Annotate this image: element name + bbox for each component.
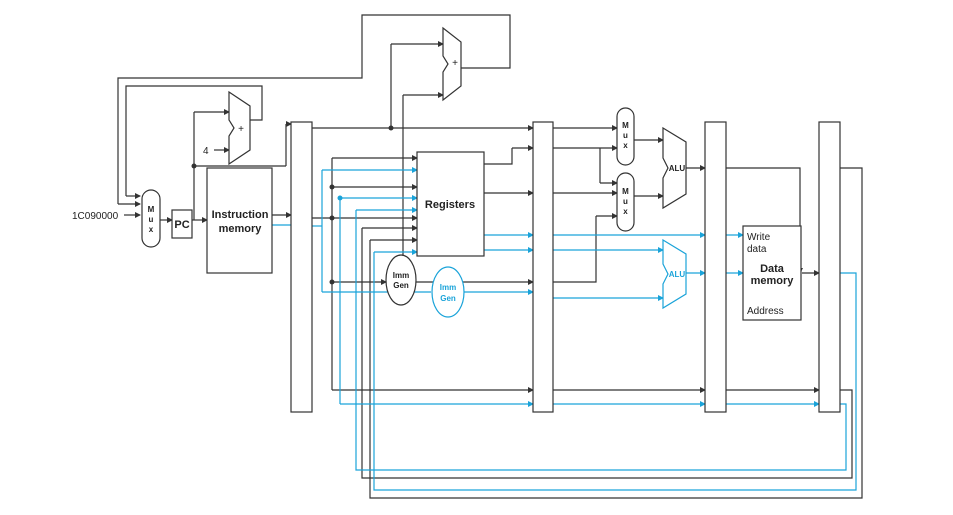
- alu-input-mux-b: M u x: [616, 172, 635, 232]
- svg-text:x: x: [149, 225, 154, 234]
- pc-input-value: 1C090000: [72, 211, 119, 222]
- imm-gen-unit-blue: Imm Gen: [431, 266, 465, 318]
- pc-register: PC: [171, 209, 193, 239]
- data-memory-label-line2: memory: [751, 275, 795, 287]
- imm-gen-blue-label-line1: Imm: [440, 283, 456, 292]
- svg-text:M: M: [622, 187, 629, 196]
- pc-plus-four-adder: +: [228, 90, 251, 166]
- alu-label: ALU: [669, 164, 686, 173]
- register-file: Registers: [416, 151, 485, 257]
- svg-text:u: u: [623, 131, 628, 140]
- alu-blue-label: ALU: [669, 270, 686, 279]
- instruction-memory: Instruction memory: [206, 167, 273, 274]
- junction-dots: [191, 125, 394, 285]
- alu-unit: ALU: [662, 126, 687, 210]
- svg-text:x: x: [623, 141, 628, 150]
- registers-label: Registers: [425, 199, 475, 211]
- alu-input-mux-a: M u x: [616, 107, 635, 166]
- imm-gen-blue-label-line2: Gen: [440, 294, 456, 303]
- branch-target-adder: +: [442, 26, 462, 102]
- write-data-label-line1: Write: [747, 232, 771, 243]
- ex-mem-pipeline-register: [704, 121, 727, 413]
- svg-text:M: M: [622, 121, 629, 130]
- alu-unit-blue: ALU: [662, 238, 687, 310]
- blue-datapath-wires: [272, 167, 857, 491]
- constant-four: 4: [203, 146, 209, 157]
- instruction-memory-label-line2: memory: [219, 223, 263, 235]
- id-ex-pipeline-register: [532, 121, 554, 413]
- write-data-label-line2: data: [747, 244, 767, 255]
- instruction-memory-label-line1: Instruction: [212, 209, 269, 221]
- imm-gen-unit: Imm Gen: [385, 254, 417, 306]
- adder-plus-sign: +: [238, 124, 244, 135]
- svg-text:u: u: [623, 197, 628, 206]
- data-memory: Write data Data memory Address: [742, 225, 802, 321]
- data-memory-label-line1: Data: [760, 263, 785, 275]
- svg-text:u: u: [149, 215, 154, 224]
- imm-gen-label-line2: Gen: [393, 281, 409, 290]
- imm-gen-label-line1: Imm: [393, 271, 409, 280]
- address-label: Address: [747, 306, 784, 317]
- svg-text:M: M: [148, 205, 155, 214]
- mem-wb-pipeline-register: [818, 121, 841, 413]
- pc-source-mux: [141, 189, 161, 248]
- pc-mux-letters: M u x: [148, 205, 155, 234]
- if-id-pipeline-register: [290, 121, 313, 413]
- branch-adder-plus-sign: +: [452, 58, 458, 69]
- svg-text:x: x: [623, 207, 628, 216]
- pc-label: PC: [174, 219, 189, 231]
